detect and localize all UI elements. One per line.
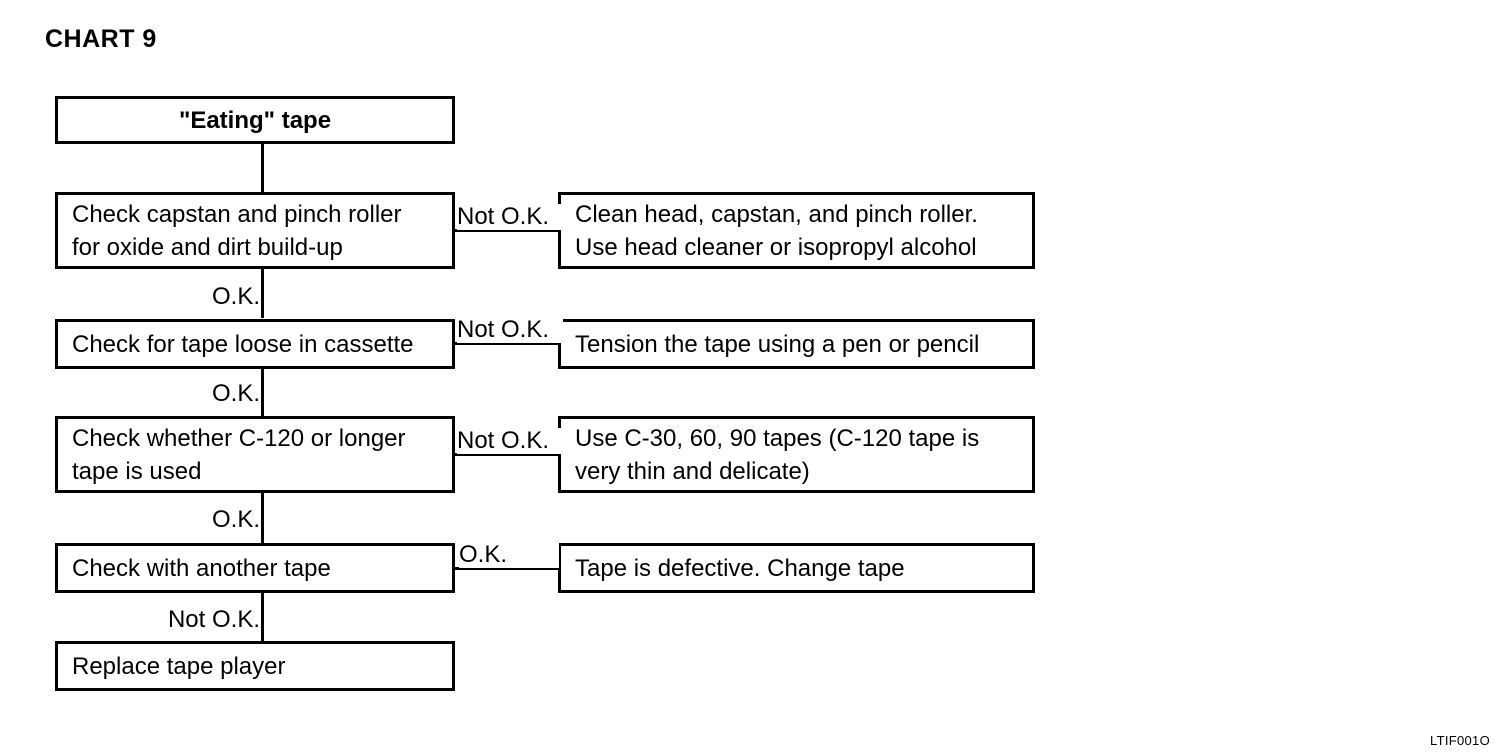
connector-check2-to-action2 — [453, 342, 560, 345]
connector-check3-to-check4 — [261, 492, 264, 543]
node-action1-label: Clean head, capstan, and pinch roller. U… — [575, 200, 978, 261]
node-check-tape-loose[interactable]: Check for tape loose in cassette — [55, 319, 455, 369]
node-check1-label: Check capstan and pinch roller for oxide… — [72, 200, 402, 261]
connector-check4-to-action4 — [453, 567, 560, 570]
node-use-shorter-tapes[interactable]: Use C-30, 60, 90 tapes (C-120 tape is ve… — [558, 416, 1035, 493]
node-action2-label: Tension the tape using a pen or pencil — [575, 330, 980, 358]
page-title: CHART 9 — [45, 25, 157, 53]
edge-label-ok-4: O.K. — [459, 542, 559, 568]
node-action4-label: Tape is defective. Change tape — [575, 554, 905, 582]
connector-check3-to-action3 — [453, 453, 560, 456]
node-check-capstan-pinch-roller[interactable]: Check capstan and pinch roller for oxide… — [55, 192, 455, 269]
document-code: LTIF001O — [1430, 733, 1490, 748]
node-tape-defective[interactable]: Tape is defective. Change tape — [558, 543, 1035, 593]
connector-check2-to-check3 — [261, 368, 264, 416]
node-check2-label: Check for tape loose in cassette — [72, 330, 414, 358]
connector-check1-to-action1 — [453, 229, 560, 232]
edge-label-not-ok-2: Not O.K. — [457, 317, 563, 343]
edge-label-ok-2: O.K. — [132, 381, 260, 407]
node-check-c120-length[interactable]: Check whether C-120 or longer tape is us… — [55, 416, 455, 493]
node-start[interactable]: "Eating" tape — [55, 96, 455, 144]
node-tension-tape[interactable]: Tension the tape using a pen or pencil — [558, 319, 1035, 369]
connector-check4-to-final — [261, 592, 264, 642]
connector-start-to-check1 — [261, 143, 264, 193]
node-replace-tape-player[interactable]: Replace tape player — [55, 641, 455, 691]
edge-label-ok-3: O.K. — [132, 507, 260, 533]
edge-label-ok-1: O.K. — [132, 284, 260, 310]
edge-label-not-ok-1: Not O.K. — [457, 204, 563, 230]
node-start-label: "Eating" tape — [178, 106, 332, 134]
node-clean-head-capstan[interactable]: Clean head, capstan, and pinch roller. U… — [558, 192, 1035, 269]
node-check4-label: Check with another tape — [72, 554, 331, 582]
edge-label-not-ok-3: Not O.K. — [457, 428, 563, 454]
node-action3-label: Use C-30, 60, 90 tapes (C-120 tape is ve… — [575, 424, 980, 485]
connector-check1-to-check2 — [261, 268, 264, 318]
node-check3-label: Check whether C-120 or longer tape is us… — [72, 424, 406, 485]
node-final-label: Replace tape player — [72, 652, 286, 680]
edge-label-not-ok-4: Not O.K. — [110, 607, 260, 633]
node-check-another-tape[interactable]: Check with another tape — [55, 543, 455, 593]
